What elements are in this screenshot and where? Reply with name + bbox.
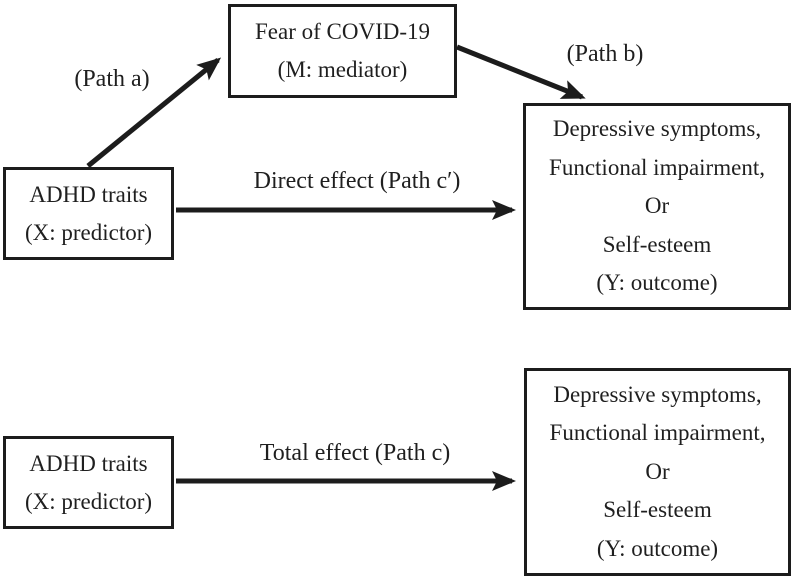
path-a-arrow — [86, 57, 222, 168]
mediator-box: Fear of COVID-19 (M: mediator) — [228, 4, 457, 98]
predictor-box-bottom-line2: (X: predictor) — [24, 488, 153, 514]
path-b-arrow — [456, 44, 586, 100]
outcome-box-top-line5: (Y: outcome) — [596, 270, 718, 296]
outcome-box-bottom: Depressive symptoms, Functional impairme… — [524, 368, 791, 576]
predictor-box-bottom-line1: ADHD traits — [29, 450, 148, 476]
predictor-box-top-line2: (X: predictor) — [24, 219, 153, 245]
outcome-box-bottom-line2: Functional impairment, — [549, 420, 766, 446]
predictor-box-bottom: ADHD traits (X: predictor) — [3, 436, 174, 529]
mediator-box-line2: (M: mediator) — [277, 57, 408, 82]
total-effect-label: Total effect (Path c) — [259, 440, 451, 466]
mediator-box-line1: Fear of COVID-19 — [254, 19, 430, 44]
outcome-box-top-line3: Or — [644, 193, 670, 219]
path-b-label: (Path b) — [566, 41, 644, 67]
direct-effect-label: Direct effect (Path c′) — [253, 168, 461, 194]
predictor-box-top: ADHD traits (X: predictor) — [3, 167, 174, 260]
outcome-box-bottom-line3: Or — [645, 458, 670, 484]
outcome-box-top-line4: Self-esteem — [602, 231, 712, 257]
outcome-box-bottom-line4: Self-esteem — [603, 497, 712, 523]
outcome-box-bottom-line1: Depressive symptoms, — [553, 381, 762, 407]
outcome-box-top-line1: Depressive symptoms, — [552, 116, 762, 142]
outcome-box-top-line2: Functional impairment, — [549, 154, 765, 180]
path-a-label: (Path a) — [74, 66, 150, 92]
outcome-box-bottom-line5: (Y: outcome) — [596, 535, 719, 561]
predictor-box-top-line1: ADHD traits — [29, 181, 148, 207]
outcome-box-top: Depressive symptoms, Functional impairme… — [523, 103, 791, 310]
